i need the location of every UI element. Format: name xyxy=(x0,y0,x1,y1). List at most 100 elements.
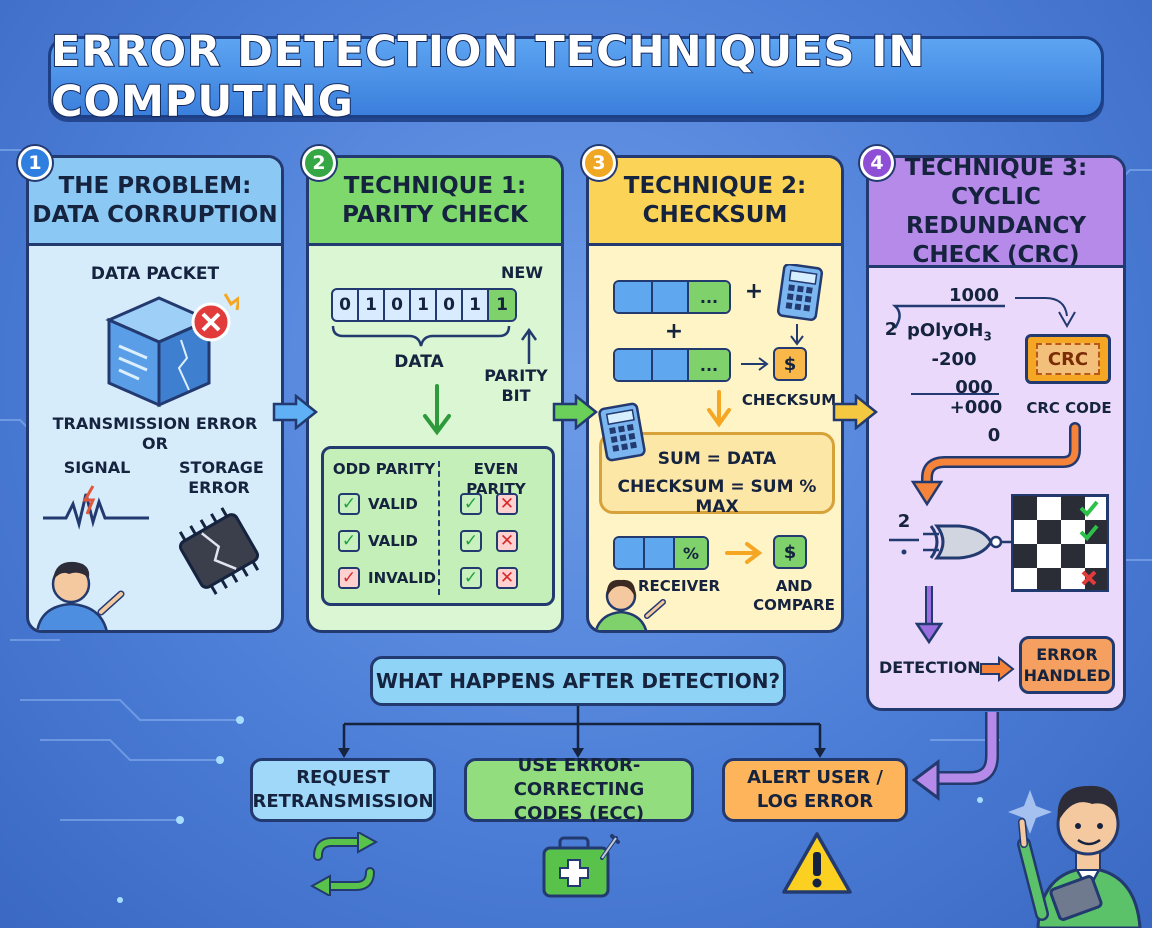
parity-bit: 1 xyxy=(489,290,515,320)
even-row: ✓✕ xyxy=(460,567,518,589)
compare-token: $ xyxy=(773,535,807,569)
small-right-arrow-icon xyxy=(741,357,769,371)
retransmission-line-1: REQUEST xyxy=(296,767,390,788)
branch-connector xyxy=(338,706,826,758)
crc-divisor: 2 xyxy=(884,319,898,340)
panel-problem-title-1: THE PROBLEM: xyxy=(58,172,252,199)
crc-badge-text: CRC xyxy=(1036,343,1100,375)
checksum-token: $ xyxy=(773,347,807,381)
crc-dividend-sub: 3 xyxy=(983,329,992,344)
step-1-badge: 1 xyxy=(18,146,52,180)
panel-arrow-3-4-icon xyxy=(832,394,879,430)
receiver-label: RECEIVER xyxy=(637,577,721,595)
storage-error-label: ERROR xyxy=(188,478,250,497)
repair-kit-icon xyxy=(542,834,620,898)
option-ecc: USE ERROR-CORRECTING CODES (ECC) xyxy=(464,755,694,824)
crc-dividend-text: pOlyOH xyxy=(907,320,984,341)
alert-line-2: LOG ERROR xyxy=(756,791,874,812)
data-bit: 0 xyxy=(437,290,463,320)
page-title: ERROR DETECTION TECHNIQUES IN COMPUTING xyxy=(50,26,926,128)
odd-row: ✓ INVALID xyxy=(338,567,436,589)
panel-crc: TECHNIQUE 3: CYCLIC REDUNDANCY CHECK (CR… xyxy=(866,155,1126,711)
parity-bit-string: 0 1 0 1 0 1 1 xyxy=(331,288,517,322)
calculator-icon xyxy=(777,264,824,321)
or-label: OR xyxy=(142,434,168,453)
crc-line-1: -200 xyxy=(931,349,977,370)
odd-parity-header: ODD PARITY xyxy=(332,460,436,478)
ecc-line-1: USE ERROR-CORRECTING xyxy=(513,755,645,800)
data-block-1: ... xyxy=(613,280,731,314)
purple-down-arrow-icon xyxy=(914,586,944,645)
panel-crc-title-1: TECHNIQUE 3: xyxy=(904,155,1088,181)
signal-label: SIGNAL xyxy=(63,458,131,477)
option-alert-user: ALERT USER / LOG ERROR xyxy=(722,758,908,822)
data-bit: 1 xyxy=(359,290,385,320)
formula-line-1: SUM = DATA xyxy=(657,449,777,469)
data-brace-and-arrows xyxy=(331,325,538,364)
signal-noise-icon xyxy=(43,485,149,530)
new-bit-label: NEW xyxy=(501,263,543,282)
received-block: % xyxy=(613,536,709,570)
data-bit: 0 xyxy=(333,290,359,320)
plus-sign: + xyxy=(744,279,764,304)
damaged-chip-icon xyxy=(178,507,260,595)
check-icon: ✓ xyxy=(460,567,482,589)
option-retransmission: REQUEST RETRANSMISSION xyxy=(250,758,436,822)
cross-icon: ✕ xyxy=(496,567,518,589)
formula-line-2: CHECKSUM = SUM % MAX xyxy=(617,477,817,517)
data-packet-cube-icon xyxy=(105,293,239,408)
row-status: INVALID xyxy=(368,569,436,587)
cross-icon: ✕ xyxy=(496,530,518,552)
check-icon: ✓ xyxy=(338,493,360,515)
bit-label: BIT xyxy=(501,386,531,405)
panel-parity: TECHNIQUE 1: PARITY CHECK NEW 0 1 0 1 0 … xyxy=(306,155,564,633)
crc-dividend: pOlyOH3 xyxy=(907,320,992,344)
retransmission-line-2: RETRANSMISSION xyxy=(252,791,434,812)
warning-icon xyxy=(782,832,852,894)
orange-right-arrow-icon xyxy=(980,656,1015,682)
step-3-badge: 3 xyxy=(582,146,616,180)
panel-checksum: TECHNIQUE 2: CHECKSUM ... + + ... $ CHEC… xyxy=(586,155,844,633)
crc-code-label: CRC CODE xyxy=(1026,399,1112,417)
check-icon: ✓ xyxy=(460,493,482,515)
logic-gate-icon xyxy=(889,524,1011,560)
panel-arrow-1-2-icon xyxy=(272,394,319,430)
detection-label: DETECTION xyxy=(879,658,981,677)
crc-line-3: +000 xyxy=(949,397,1003,418)
crc-stamp-badge: CRC xyxy=(1025,334,1111,384)
down-arrow-icon xyxy=(707,390,731,428)
data-bit: 1 xyxy=(463,290,489,320)
data-bit: 1 xyxy=(411,290,437,320)
odd-row: ✓ VALID xyxy=(338,493,418,515)
panel-crc-header: TECHNIQUE 3: CYCLIC REDUNDANCY CHECK (CR… xyxy=(869,158,1123,268)
ecc-line-2: CODES (ECC) xyxy=(513,803,645,824)
person-pointing-icon xyxy=(36,561,125,630)
checker-matrix-icon xyxy=(1011,494,1109,592)
step-4-badge: 4 xyxy=(860,146,894,180)
long-division-lines xyxy=(891,297,1076,395)
alert-line-1: ALERT USER / xyxy=(747,767,883,788)
even-row: ✓✕ xyxy=(460,530,518,552)
orange-curved-arrow xyxy=(910,422,1081,507)
panel-arrow-2-3-icon xyxy=(552,394,599,430)
panel-checksum-header: TECHNIQUE 2: CHECKSUM xyxy=(589,158,841,246)
small-down-arrow-icon xyxy=(790,324,804,346)
panel-checksum-title-2: CHECKSUM xyxy=(642,201,788,228)
data-packet-label: DATA PACKET xyxy=(90,264,220,284)
crc-quotient: 1000 xyxy=(948,285,1000,306)
plus-sign: + xyxy=(664,319,684,344)
crc-line-4: 0 xyxy=(987,425,1001,446)
down-arrow-icon xyxy=(423,384,451,436)
right-arrow-icon xyxy=(725,542,763,564)
parity-table: ODD PARITY EVEN PARITY ✓ VALID ✓ VALID ✓… xyxy=(321,446,555,606)
data-label: DATA xyxy=(394,352,444,372)
storage-label: STORAGE xyxy=(179,458,264,477)
table-divider xyxy=(438,461,440,595)
after-detection-text: WHAT HAPPENS AFTER DETECTION? xyxy=(375,669,781,693)
crc-line-2: 000 xyxy=(955,377,993,398)
compare-label: COMPARE xyxy=(753,596,835,614)
panel-crc-title-3: CHECK (CRC) xyxy=(912,241,1080,268)
purple-return-arrow xyxy=(911,712,999,801)
row-status: VALID xyxy=(368,495,418,513)
